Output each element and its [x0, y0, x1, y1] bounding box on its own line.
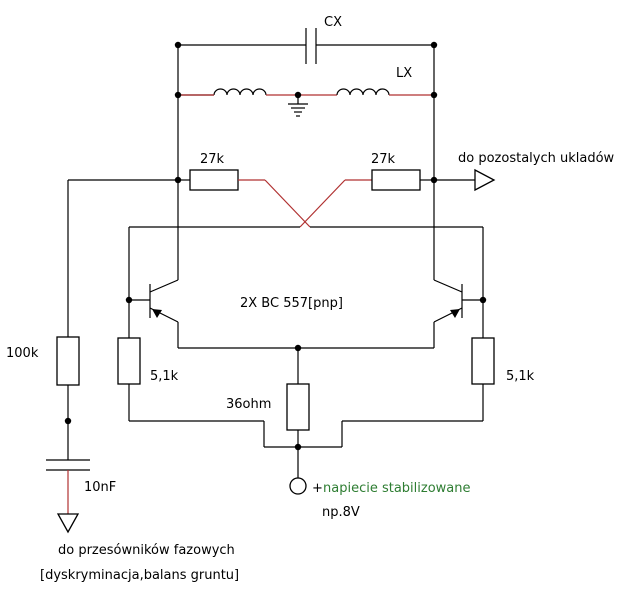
r36ohm-label: 36ohm	[226, 397, 271, 412]
inductor-lx	[178, 88, 434, 96]
resistor-36ohm	[286, 348, 310, 478]
resistor-51k-right	[471, 300, 495, 421]
resistor-100k	[56, 336, 80, 386]
supply-plus-label: +	[312, 481, 323, 496]
ground-icon	[288, 95, 308, 117]
transistors-label: 2X BC 557[pnp]	[240, 296, 343, 311]
phase-label-line1: do przesówników fazowych	[58, 543, 235, 558]
r51k-right-label: 5,1k	[506, 369, 535, 384]
output-arrow-icon	[434, 168, 496, 192]
bottom-bus	[129, 420, 483, 448]
lx-label: LX	[396, 66, 412, 81]
r27k-right-label: 27k	[371, 152, 396, 167]
capacitor-cx	[178, 28, 434, 64]
cx-label: CX	[324, 15, 342, 30]
transistor-left	[128, 227, 179, 348]
phase-label-line2: [dyskryminacja,balans gruntu]	[40, 568, 239, 583]
r51k-left-label: 5,1k	[150, 369, 179, 384]
resistor-27k-right	[345, 169, 434, 191]
resistor-51k-left	[117, 300, 141, 421]
supply-terminal-icon	[289, 477, 307, 495]
r100k-label: 100k	[6, 346, 39, 361]
c10nf-label: 10nF	[84, 480, 116, 495]
junction-dots	[64, 41, 487, 451]
phase-branch	[46, 179, 178, 534]
cross-coupling-wires	[129, 179, 483, 228]
output-label: do pozostalych ukladów	[458, 151, 615, 166]
r27k-left-label: 27k	[200, 152, 225, 167]
transistor-right	[433, 227, 484, 348]
supply-example-label: np.8V	[322, 505, 360, 520]
resistor-27k-left	[178, 169, 265, 191]
supply-label: napiecie stabilizowane	[323, 481, 471, 496]
